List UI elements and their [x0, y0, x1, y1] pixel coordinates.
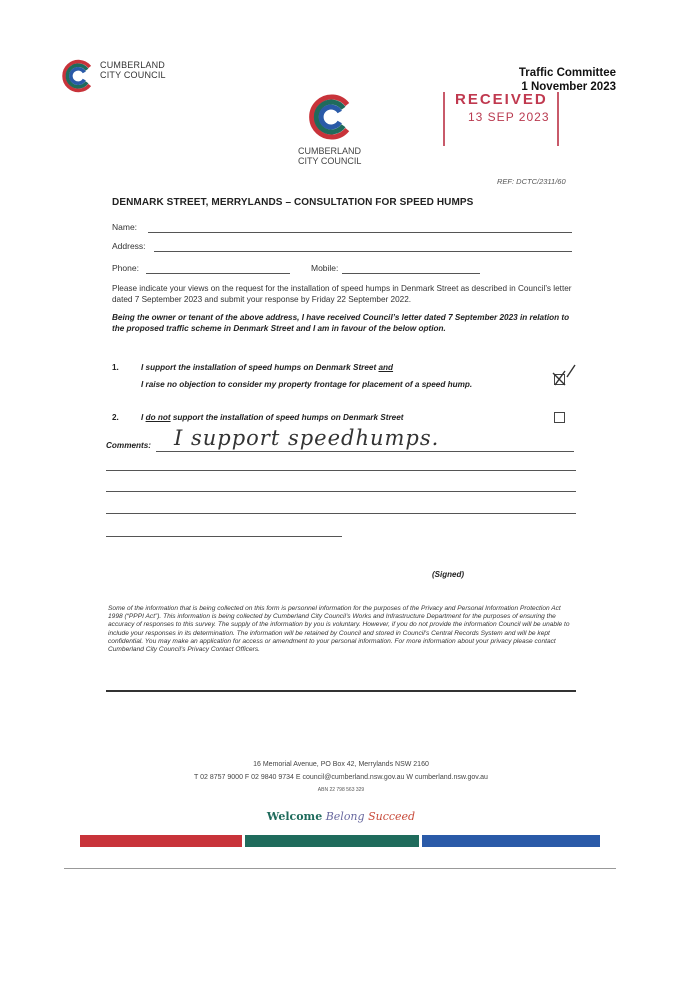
comments-line-5[interactable] — [106, 536, 342, 537]
option1-checkbox[interactable] — [552, 364, 576, 386]
option2-checkbox[interactable] — [554, 412, 565, 423]
comments-label: Comments: — [106, 441, 152, 450]
reference-number: REF: DCTC/2311/60 — [497, 177, 566, 186]
stamp-date: 13 SEP 2023 — [468, 110, 550, 124]
phone-label: Phone: — [112, 263, 139, 273]
mobile-field[interactable] — [342, 273, 480, 274]
council-logo-icon — [62, 59, 92, 93]
check-mark-icon — [552, 364, 576, 386]
received-stamp — [443, 92, 559, 146]
comments-line-1[interactable] — [156, 451, 574, 452]
comments-line-4[interactable] — [106, 513, 576, 514]
option1-line1: I support the installation of speed hump… — [141, 363, 394, 372]
committee-heading: Traffic Committee 1 November 2023 — [519, 66, 616, 94]
scanned-form — [84, 92, 608, 882]
stamp-text: RECEIVED — [455, 91, 548, 108]
signed-label: (Signed) — [432, 570, 464, 579]
header-org-name: CUMBERLAND CITY COUNCIL — [100, 60, 166, 80]
committee-title: Traffic Committee — [518, 67, 616, 79]
comments-line-2[interactable] — [106, 470, 576, 471]
form-title: DENMARK STREET, MERRYLANDS – CONSULTATIO… — [112, 197, 474, 208]
option1-line2: I raise no objection to consider my prop… — [141, 380, 473, 389]
option2-number: 2. — [112, 413, 119, 422]
footer-bar-green — [245, 835, 419, 847]
declaration-paragraph: Being the owner or tenant of the above a… — [112, 313, 570, 333]
page-bottom-rule — [64, 868, 616, 869]
footer-bar-blue — [422, 835, 600, 847]
comments-line-3[interactable] — [106, 491, 576, 492]
footer-contacts: T 02 8757 9000 F 02 9840 9734 E council@… — [194, 774, 488, 781]
privacy-notice: Some of the information that is being co… — [108, 605, 570, 654]
privacy-divider — [106, 690, 576, 692]
footer-tagline: Welcome Belong Succeed — [266, 810, 416, 823]
option1-number: 1. — [112, 363, 119, 372]
letterhead-logo-icon — [309, 94, 350, 140]
name-field[interactable] — [148, 232, 572, 233]
mobile-label: Mobile: — [311, 263, 339, 273]
footer-abn: ABN 22 798 563 329 — [317, 787, 365, 793]
intro-paragraph: Please indicate your views on the reques… — [112, 284, 572, 304]
address-field[interactable] — [154, 251, 572, 252]
letterhead-org-name: CUMBERLAND CITY COUNCIL — [298, 146, 362, 166]
footer-bar-red — [80, 835, 242, 847]
address-label: Address: — [112, 241, 146, 251]
footer-address: 16 Memorial Avenue, PO Box 42, Merryland… — [253, 761, 429, 768]
option2-text: I do not support the installation of spe… — [141, 413, 404, 422]
committee-date: 1 November 2023 — [521, 81, 616, 93]
phone-field[interactable] — [146, 273, 290, 274]
comments-handwritten: I support speedhumps. — [174, 426, 440, 450]
name-label: Name: — [112, 222, 138, 232]
